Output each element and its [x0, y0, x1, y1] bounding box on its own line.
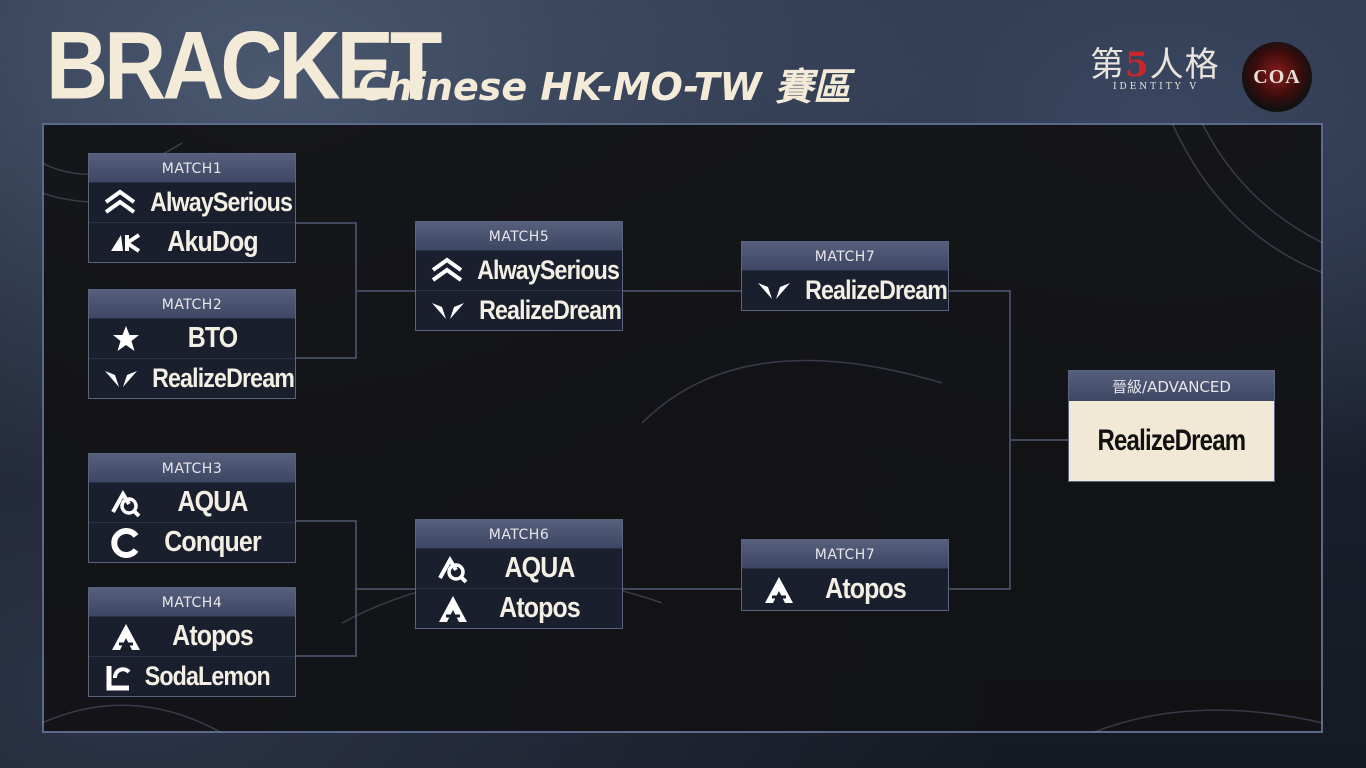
team-row[interactable]: Conquer — [89, 522, 295, 562]
match-4-card: MATCH4 Atopos SodaLemon — [88, 587, 296, 697]
team-row[interactable]: RealizeDream — [742, 270, 948, 310]
atopos-icon — [756, 570, 802, 609]
team-name: AQUA — [486, 552, 612, 585]
aqua-icon — [103, 483, 149, 522]
match-6-card: MATCH6 AQUA Atopos — [415, 519, 623, 629]
region-subtitle: Chinese HK-MO-TW 賽區 — [358, 68, 851, 106]
match-7-upper-card: MATCH7 RealizeDream — [741, 241, 949, 311]
team-name: AlwaySerious — [150, 187, 311, 218]
team-name: RealizeDream — [1098, 424, 1246, 458]
chevrons-icon — [430, 251, 464, 290]
team-row[interactable]: RealizeDream — [89, 358, 295, 398]
team-name: AlwaySerious — [477, 255, 638, 286]
team-row[interactable]: AkuDog — [89, 222, 295, 262]
aqua-icon — [430, 549, 476, 588]
advanced-label: 晉級/ADVANCED — [1069, 371, 1274, 401]
team-name: BTO — [159, 322, 285, 355]
team-name: RealizeDream — [152, 363, 313, 394]
team-row[interactable]: AlwaySerious — [89, 182, 295, 222]
match-label: MATCH7 — [742, 242, 948, 270]
team-name: Atopos — [159, 620, 285, 653]
match-label: MATCH3 — [89, 454, 295, 482]
match-label: MATCH6 — [416, 520, 622, 548]
team-row[interactable]: RealizeDream — [416, 290, 622, 330]
team-row[interactable]: AQUA — [416, 548, 622, 588]
match-5-card: MATCH5 AlwaySerious RealizeDream — [415, 221, 623, 331]
match-label: MATCH5 — [416, 222, 622, 250]
team-row[interactable]: BTO — [89, 318, 295, 358]
chevrons-icon — [103, 183, 137, 222]
team-name: Atopos — [486, 592, 612, 625]
wings-icon — [430, 291, 466, 330]
advanced-team[interactable]: RealizeDream — [1069, 401, 1274, 481]
match-7-lower-card: MATCH7 Atopos — [741, 539, 949, 611]
team-name: Conquer — [159, 526, 285, 559]
team-name: SodaLemon — [145, 661, 289, 692]
match-label: MATCH4 — [89, 588, 295, 616]
team-row[interactable]: AQUA — [89, 482, 295, 522]
team-row[interactable]: Atopos — [89, 616, 295, 656]
wings-icon — [103, 359, 139, 398]
team-row[interactable]: AlwaySerious — [416, 250, 622, 290]
match-label: MATCH1 — [89, 154, 295, 182]
identity-v-logo: 第5人格 IDENTITY V — [1090, 46, 1222, 102]
team-name: Atopos — [812, 573, 938, 606]
wings-icon — [756, 271, 792, 310]
match-2-card: MATCH2 BTO RealizeDream — [88, 289, 296, 399]
c-icon — [103, 523, 149, 562]
star-icon — [103, 319, 149, 358]
ak-icon — [103, 223, 149, 262]
atopos-icon — [103, 617, 149, 656]
team-row[interactable]: Atopos — [742, 568, 948, 610]
team-name: RealizeDream — [479, 295, 640, 326]
atopos-icon — [430, 589, 476, 628]
team-row[interactable]: SodaLemon — [89, 656, 295, 696]
team-name: RealizeDream — [805, 275, 966, 306]
team-row[interactable]: Atopos — [416, 588, 622, 628]
coa-logo: COA — [1242, 42, 1312, 112]
match-1-card: MATCH1 AlwaySerious AkuDog — [88, 153, 296, 263]
advanced-card: 晉級/ADVANCED RealizeDream — [1068, 370, 1275, 482]
team-name: AkuDog — [159, 226, 285, 259]
match-label: MATCH2 — [89, 290, 295, 318]
match-label: MATCH7 — [742, 540, 948, 568]
team-name: AQUA — [159, 486, 285, 519]
sl-icon — [103, 657, 133, 696]
match-3-card: MATCH3 AQUA Conquer — [88, 453, 296, 563]
